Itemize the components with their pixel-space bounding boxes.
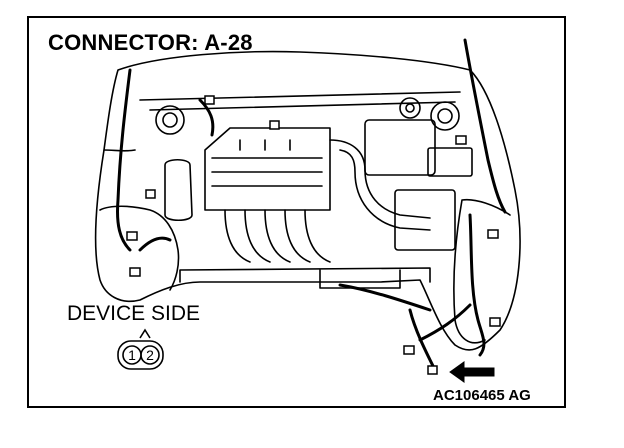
radiator-support: [139, 91, 461, 101]
intake-manifold: [224, 209, 331, 263]
right-fender: [453, 198, 511, 344]
left-fender: [99, 205, 180, 291]
device-side-label: DEVICE SIDE: [67, 302, 201, 325]
left-strut-tower: [155, 105, 185, 135]
connector-pin-1: 1: [128, 347, 136, 363]
engine-block: [204, 127, 331, 211]
engine-bay-outline: [94, 50, 521, 351]
connector-symbol: [117, 328, 164, 370]
figure-code: AC106465 AG: [433, 387, 531, 404]
harness-left: [116, 68, 132, 252]
battery: [394, 189, 456, 251]
reservoir: [164, 158, 193, 222]
connector-title: CONNECTOR: A-28: [48, 30, 253, 55]
location-arrow: [449, 361, 495, 383]
connector-pin-2: 2: [146, 347, 154, 363]
air-box: [364, 119, 436, 176]
harness-right: [463, 38, 507, 214]
